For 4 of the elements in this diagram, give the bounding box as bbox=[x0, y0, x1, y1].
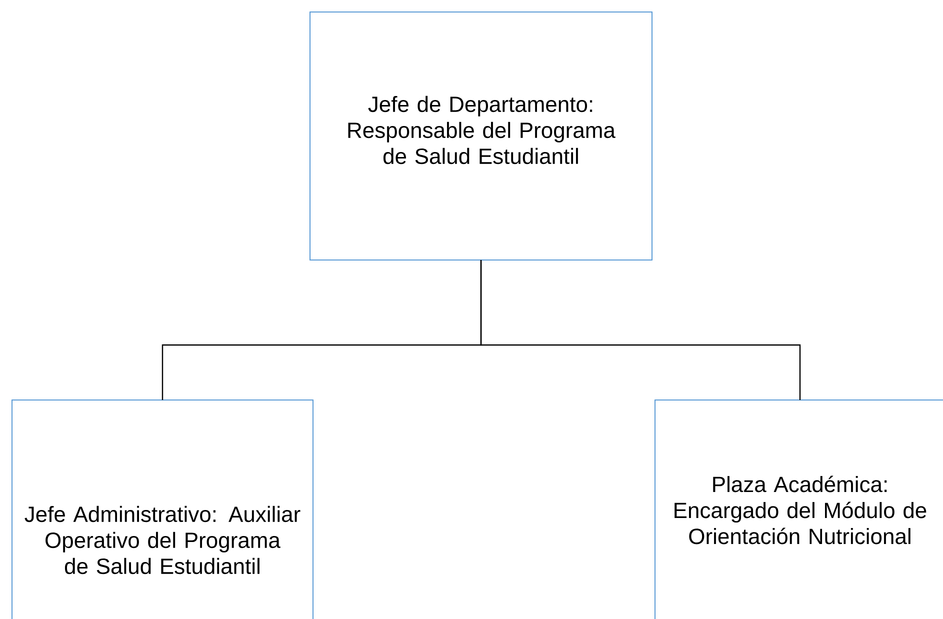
connector bbox=[480, 260, 801, 400]
org-box: Plaza Académica: Encargado del Módulo de Orientación Nutricional bbox=[654, 400, 943, 619]
org-box: Jefe Administrativo: Auxiliar Operativo del Programa de Salud Estudiantil bbox=[12, 400, 314, 619]
org-box: Jefe de Departamento: Responsable del Programa de Salud Estudiantil bbox=[310, 12, 652, 260]
